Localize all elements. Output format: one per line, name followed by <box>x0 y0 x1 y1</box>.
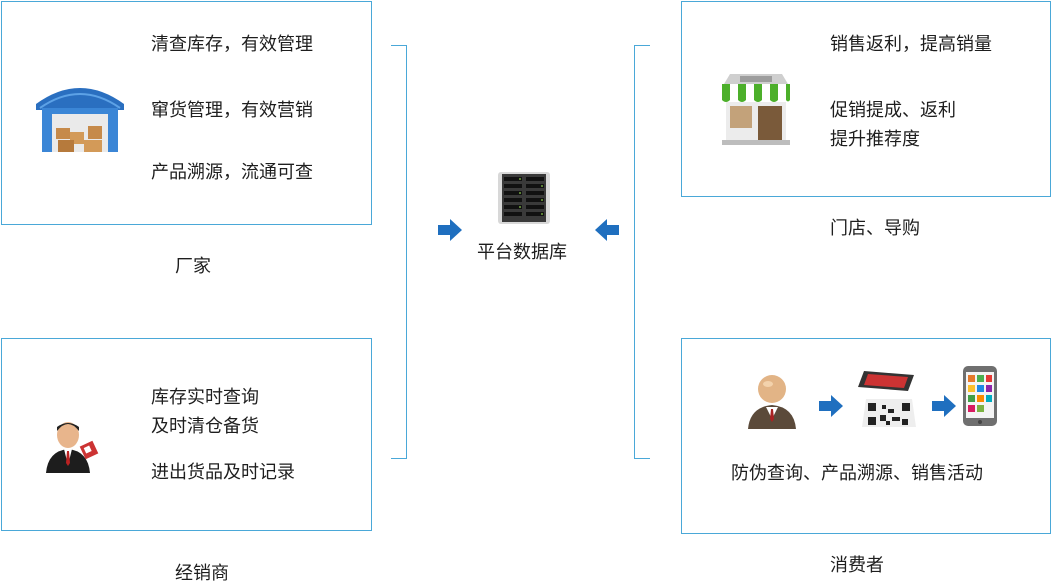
qr-phone-icon <box>858 371 916 427</box>
arrow-consumer-2 <box>932 395 956 417</box>
consumer-box: 防伪查询、产品溯源、销售活动 <box>681 338 1051 534</box>
manufacturer-line-3: 产品溯源，流通可查 <box>151 162 313 183</box>
arrow-consumer-1 <box>819 395 843 417</box>
manufacturer-caption: 厂家 <box>175 256 211 277</box>
consumer-line: 防伪查询、产品溯源、销售活动 <box>731 463 983 484</box>
left-bracket <box>391 45 407 459</box>
center-label: 平台数据库 <box>477 242 567 263</box>
consumer-caption: 消费者 <box>830 555 884 576</box>
manufacturer-box: 清查库存，有效管理 窜货管理，有效营销 产品溯源，流通可查 <box>1 1 372 225</box>
right-bracket <box>634 45 650 459</box>
arrow-left-to-center <box>595 219 619 241</box>
manufacturer-line-1: 清查库存，有效管理 <box>151 34 313 55</box>
store-line-1: 销售返利，提高销量 <box>830 34 992 55</box>
distributor-caption: 经销商 <box>175 563 229 584</box>
smartphone-icon <box>963 366 997 426</box>
distributor-line-1: 库存实时查询 <box>151 387 259 408</box>
server-icon <box>498 172 550 224</box>
store-box: 销售返利，提高销量 促销提成、返利 提升推荐度 <box>681 1 1051 197</box>
businessman-icon <box>46 422 99 473</box>
arrow-right-to-center <box>438 219 462 241</box>
manufacturer-line-2: 窜货管理，有效营销 <box>151 100 313 121</box>
distributor-line-3: 进出货品及时记录 <box>151 462 295 483</box>
store-line-3: 提升推荐度 <box>830 129 920 150</box>
distributor-line-2: 及时清仓备货 <box>151 416 259 437</box>
store-caption: 门店、导购 <box>830 218 920 239</box>
store-line-2: 促销提成、返利 <box>830 100 956 121</box>
distributor-box: 库存实时查询 及时清仓备货 进出货品及时记录 <box>1 338 372 531</box>
user-icon <box>748 375 796 429</box>
storefront-icon <box>722 74 790 145</box>
warehouse-icon <box>36 88 124 152</box>
